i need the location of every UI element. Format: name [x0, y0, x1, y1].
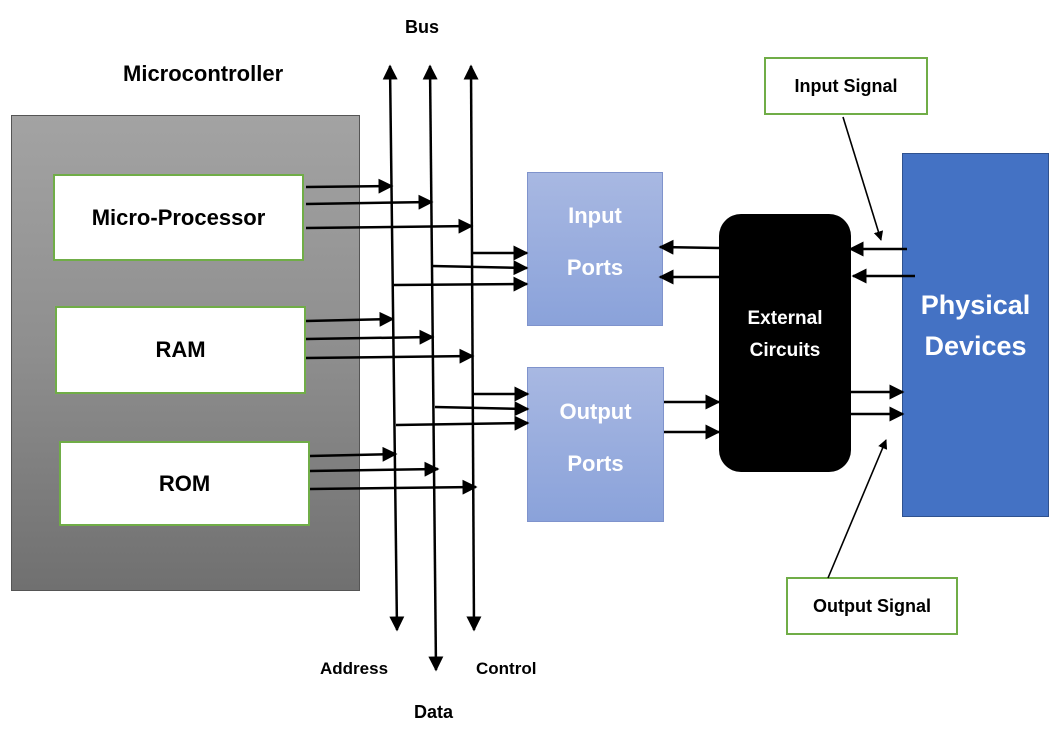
bus-title: Bus — [405, 17, 440, 37]
rom-block: ROM — [59, 441, 310, 526]
external-circuits-label-1: External — [747, 308, 823, 329]
ram-block: RAM — [55, 306, 306, 394]
output-signal-box: Output Signal — [786, 577, 958, 635]
external-circuits-label-2: Circuits — [749, 340, 821, 361]
physical-devices-label-1: Physical — [920, 290, 1031, 320]
rom-data-arrow — [309, 461, 440, 477]
mp-data-arrow — [305, 194, 434, 210]
physical-devices-label-2: Devices — [924, 331, 1027, 361]
control-bus-label: Control — [476, 659, 537, 678]
input-ports-label-1: Input — [568, 203, 622, 228]
ram-data-arrow — [305, 329, 435, 345]
control-bus-line — [463, 64, 482, 632]
microprocessor-block: Micro-Processor — [53, 174, 304, 261]
output-ports-block: Output Ports — [527, 367, 664, 522]
rom-address-arrow — [309, 446, 398, 462]
address-to-output-ports-arrow — [395, 415, 530, 431]
output-ports-label-2: Ports — [567, 451, 624, 476]
ram-control-arrow — [305, 348, 475, 364]
mp-control-arrow — [305, 218, 474, 234]
external-circuits-block: External Circuits — [719, 214, 851, 472]
input-signal-pointer — [842, 116, 884, 241]
mp-address-arrow — [305, 178, 394, 194]
address-bus-line — [382, 64, 405, 632]
address-to-input-ports-arrow — [393, 276, 529, 292]
data-to-input-ports-arrow — [431, 260, 529, 276]
input-ports-block: Input Ports — [527, 172, 663, 326]
data-bus-line — [422, 64, 444, 672]
microcontroller-title: Microcontroller — [123, 61, 284, 86]
output-signal-pointer — [827, 439, 888, 579]
ext-to-input-ports-arrow-1 — [658, 239, 720, 255]
input-signal-box: Input Signal — [764, 57, 928, 115]
input-ports-label-2: Ports — [566, 255, 624, 280]
address-bus-label: Address — [320, 659, 389, 678]
data-to-output-ports-arrow — [434, 401, 530, 417]
ram-address-arrow — [305, 311, 395, 327]
physical-devices-block: Physical Devices — [902, 153, 1049, 517]
output-ports-label-1: Output — [559, 399, 632, 424]
rom-control-arrow — [309, 479, 478, 495]
data-bus-label: Data — [414, 702, 454, 722]
